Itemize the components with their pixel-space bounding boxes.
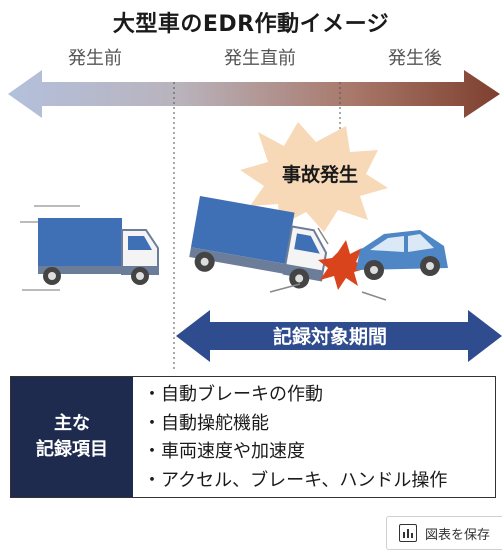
accident-burst bbox=[240, 122, 388, 232]
record-period-arrow bbox=[176, 310, 502, 362]
save-chart-label: 図表を保存 bbox=[425, 527, 491, 543]
page-title: 大型車のEDR作動イメージ bbox=[112, 12, 390, 37]
record-item: ・自動操舵機能 bbox=[143, 412, 269, 434]
accident-label: 事故発生 bbox=[282, 164, 359, 186]
save-chart-button[interactable]: 図表を保存 bbox=[386, 516, 502, 550]
truck-crash-icon bbox=[189, 196, 328, 289]
phase-label-after: 発生後 bbox=[388, 48, 442, 69]
record-heading-line1: 主な bbox=[54, 412, 90, 434]
record-item: ・車両速度や加速度 bbox=[143, 441, 305, 462]
car-icon bbox=[356, 230, 448, 280]
truck-before-icon bbox=[20, 205, 159, 291]
phase-label-just-before: 発生直前 bbox=[224, 48, 296, 69]
phase-label-before: 発生前 bbox=[68, 48, 122, 69]
timeline-arrow bbox=[8, 70, 500, 118]
record-heading-line2: 記録項目 bbox=[36, 439, 108, 460]
record-items-heading: 主な 記録項目 bbox=[11, 377, 133, 497]
record-items-list: ・自動ブレーキの作動 ・自動操舵機能 ・車両速度や加速度 ・アクセル、ブレーキ、… bbox=[133, 377, 447, 497]
chart-icon bbox=[399, 524, 417, 542]
record-period-label: 記録対象期間 bbox=[272, 326, 387, 348]
record-items-box: 主な 記録項目 ・自動ブレーキの作動 ・自動操舵機能 ・車両速度や加速度 ・アク… bbox=[10, 376, 496, 498]
impact-spark-icon bbox=[318, 240, 368, 290]
record-item: ・自動ブレーキの作動 bbox=[143, 384, 323, 405]
record-item: ・アクセル、ブレーキ、ハンドル操作 bbox=[143, 469, 448, 491]
